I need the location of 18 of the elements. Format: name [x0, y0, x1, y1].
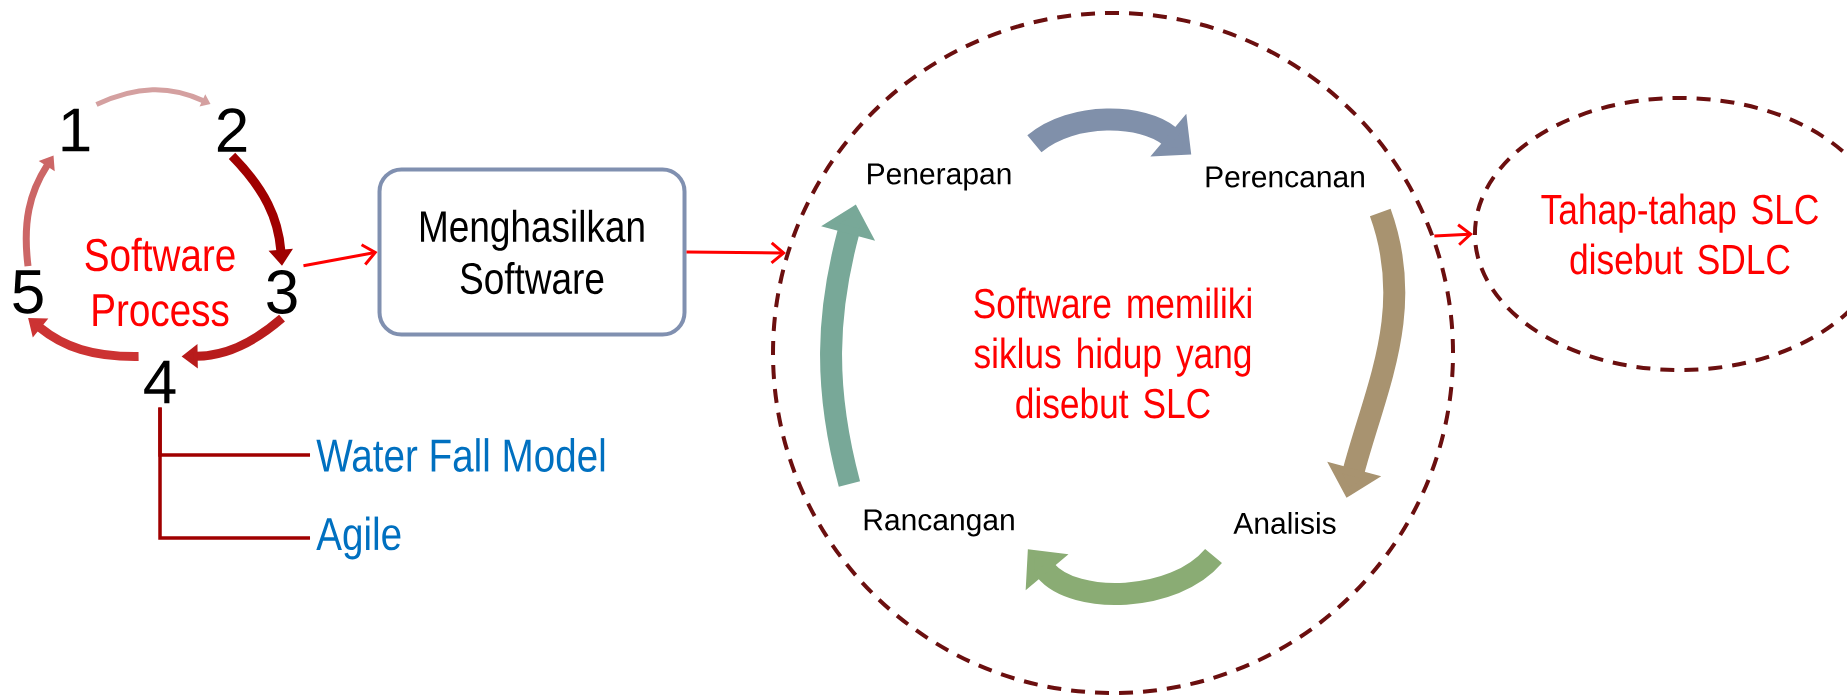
step-number: 1: [62, 108, 90, 152]
block-arrow: [1025, 548, 1222, 605]
phase-label: Rancangan: [864, 509, 1014, 537]
arrow: [303, 243, 378, 268]
step-number: 5: [13, 270, 43, 314]
phase-label: Perencanan: [1206, 166, 1364, 188]
cycle-title: Software Process: [85, 237, 235, 327]
step-number: 2: [217, 108, 247, 152]
phase-label: Analisis: [1233, 512, 1336, 534]
phase-label: Penerapan: [868, 163, 1011, 191]
model-label: Agile: [316, 516, 401, 560]
model-label: Water Fall Model: [316, 438, 605, 472]
step-number: 4: [144, 360, 176, 404]
step-number: 3: [267, 270, 297, 314]
arrow: [686, 241, 786, 265]
connector-line: [158, 407, 310, 540]
process-box: Menghasilkan Software: [377, 167, 687, 337]
arrow: [1434, 223, 1473, 246]
